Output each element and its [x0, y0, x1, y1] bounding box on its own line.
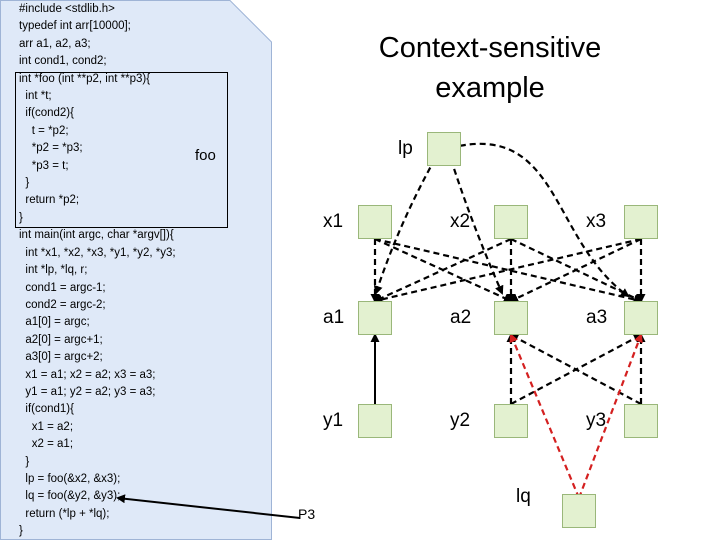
callsite-arrow	[116, 494, 301, 519]
foo-label: foo	[195, 147, 216, 164]
code-line: lp = foo(&x2, &x3);	[19, 472, 121, 485]
edge-x3-to-a1	[373, 237, 642, 304]
code-line: a2[0] = argc+1;	[19, 333, 103, 346]
node-label-x3: x3	[586, 211, 607, 232]
node-x1	[358, 205, 392, 239]
code-line: return *p2;	[19, 194, 80, 207]
code-line: cond2 = argc-2;	[19, 298, 106, 311]
code-line: x2 = a1;	[19, 438, 74, 451]
node-a2	[494, 301, 528, 335]
node-label-x1: x1	[323, 211, 344, 232]
node-lq	[562, 494, 596, 528]
node-a3	[624, 301, 658, 335]
code-line: int *foo (int **p2, int **p3){	[19, 72, 151, 85]
node-label-a1: a1	[323, 307, 345, 328]
code-line: int *t;	[19, 90, 52, 103]
code-line: int *lp, *lq, r;	[19, 264, 88, 277]
edge-lp-to-a3	[449, 142, 630, 298]
callsite-layer	[116, 494, 301, 519]
node-label-y1: y1	[323, 410, 344, 431]
code-line: *p3 = t;	[19, 159, 69, 172]
edge-lp-to-a2	[446, 149, 504, 295]
code-line: cond1 = argc-1;	[19, 281, 106, 294]
node-label-x2: x2	[450, 211, 471, 232]
code-line: lq = foo(&y2, &y3);	[19, 490, 121, 503]
node-label-y2: y2	[450, 410, 471, 431]
code-line: if(cond1){	[19, 403, 74, 416]
code-line: y1 = a1; y2 = a2; y3 = a3;	[19, 385, 156, 398]
node-lp	[427, 132, 461, 166]
code-line: }	[19, 177, 30, 190]
edge-lq-to-a3	[577, 333, 643, 499]
node-label-a3: a3	[586, 307, 608, 328]
slide-title: Context-sensitive example	[378, 32, 602, 104]
code-line: arr a1, a2, a3;	[19, 37, 91, 50]
node-x2	[494, 205, 528, 239]
code-line: }	[19, 211, 23, 224]
foo-function-box	[15, 72, 228, 228]
node-label-lp: lp	[398, 138, 413, 159]
code-line: if(cond2){	[19, 107, 74, 120]
callsite-label-p3: P3	[298, 506, 316, 522]
node-y2	[494, 404, 528, 438]
code-line: int cond1, cond2;	[19, 55, 107, 68]
edge-x2-to-a1	[373, 237, 512, 303]
node-x3	[624, 205, 658, 239]
code-line: *p2 = *p3;	[19, 142, 83, 155]
edge-x3-to-a2	[509, 238, 642, 303]
code-line: t = *p2;	[19, 124, 69, 137]
code-line: typedef int arr[10000];	[19, 20, 131, 33]
node-y3	[624, 404, 658, 438]
code-line: a3[0] = argc+2;	[19, 351, 103, 364]
code-line: int *x1, *x2, *x3, *y1, *y2, *y3;	[19, 246, 176, 259]
node-label-a2: a2	[450, 307, 472, 328]
node-y1	[358, 404, 392, 438]
code-line: #include <stdlib.h>	[19, 3, 115, 15]
edge-x1-to-a3	[374, 237, 643, 304]
node-label-y3: y3	[586, 410, 607, 431]
code-line: return (*lp + *lq);	[19, 507, 110, 520]
code-panel: foo #include <stdlib.h> typedef int arr[1…	[0, 0, 272, 540]
code-panel-background	[0, 0, 272, 540]
code-line: }	[19, 455, 30, 468]
code-listing: #include <stdlib.h> typedef int arr[10000…	[19, 1, 176, 541]
code-line: int main(int argc, char *argv[]){	[19, 229, 174, 242]
code-line: a1[0] = argc;	[19, 316, 90, 329]
code-line: }	[19, 525, 23, 538]
code-line: x1 = a1; x2 = a2; x3 = a3;	[19, 368, 156, 381]
node-label-lq: lq	[516, 486, 531, 507]
code-line: x1 = a2;	[19, 420, 74, 433]
edge-layer	[370, 142, 646, 499]
node-a1	[358, 301, 392, 335]
